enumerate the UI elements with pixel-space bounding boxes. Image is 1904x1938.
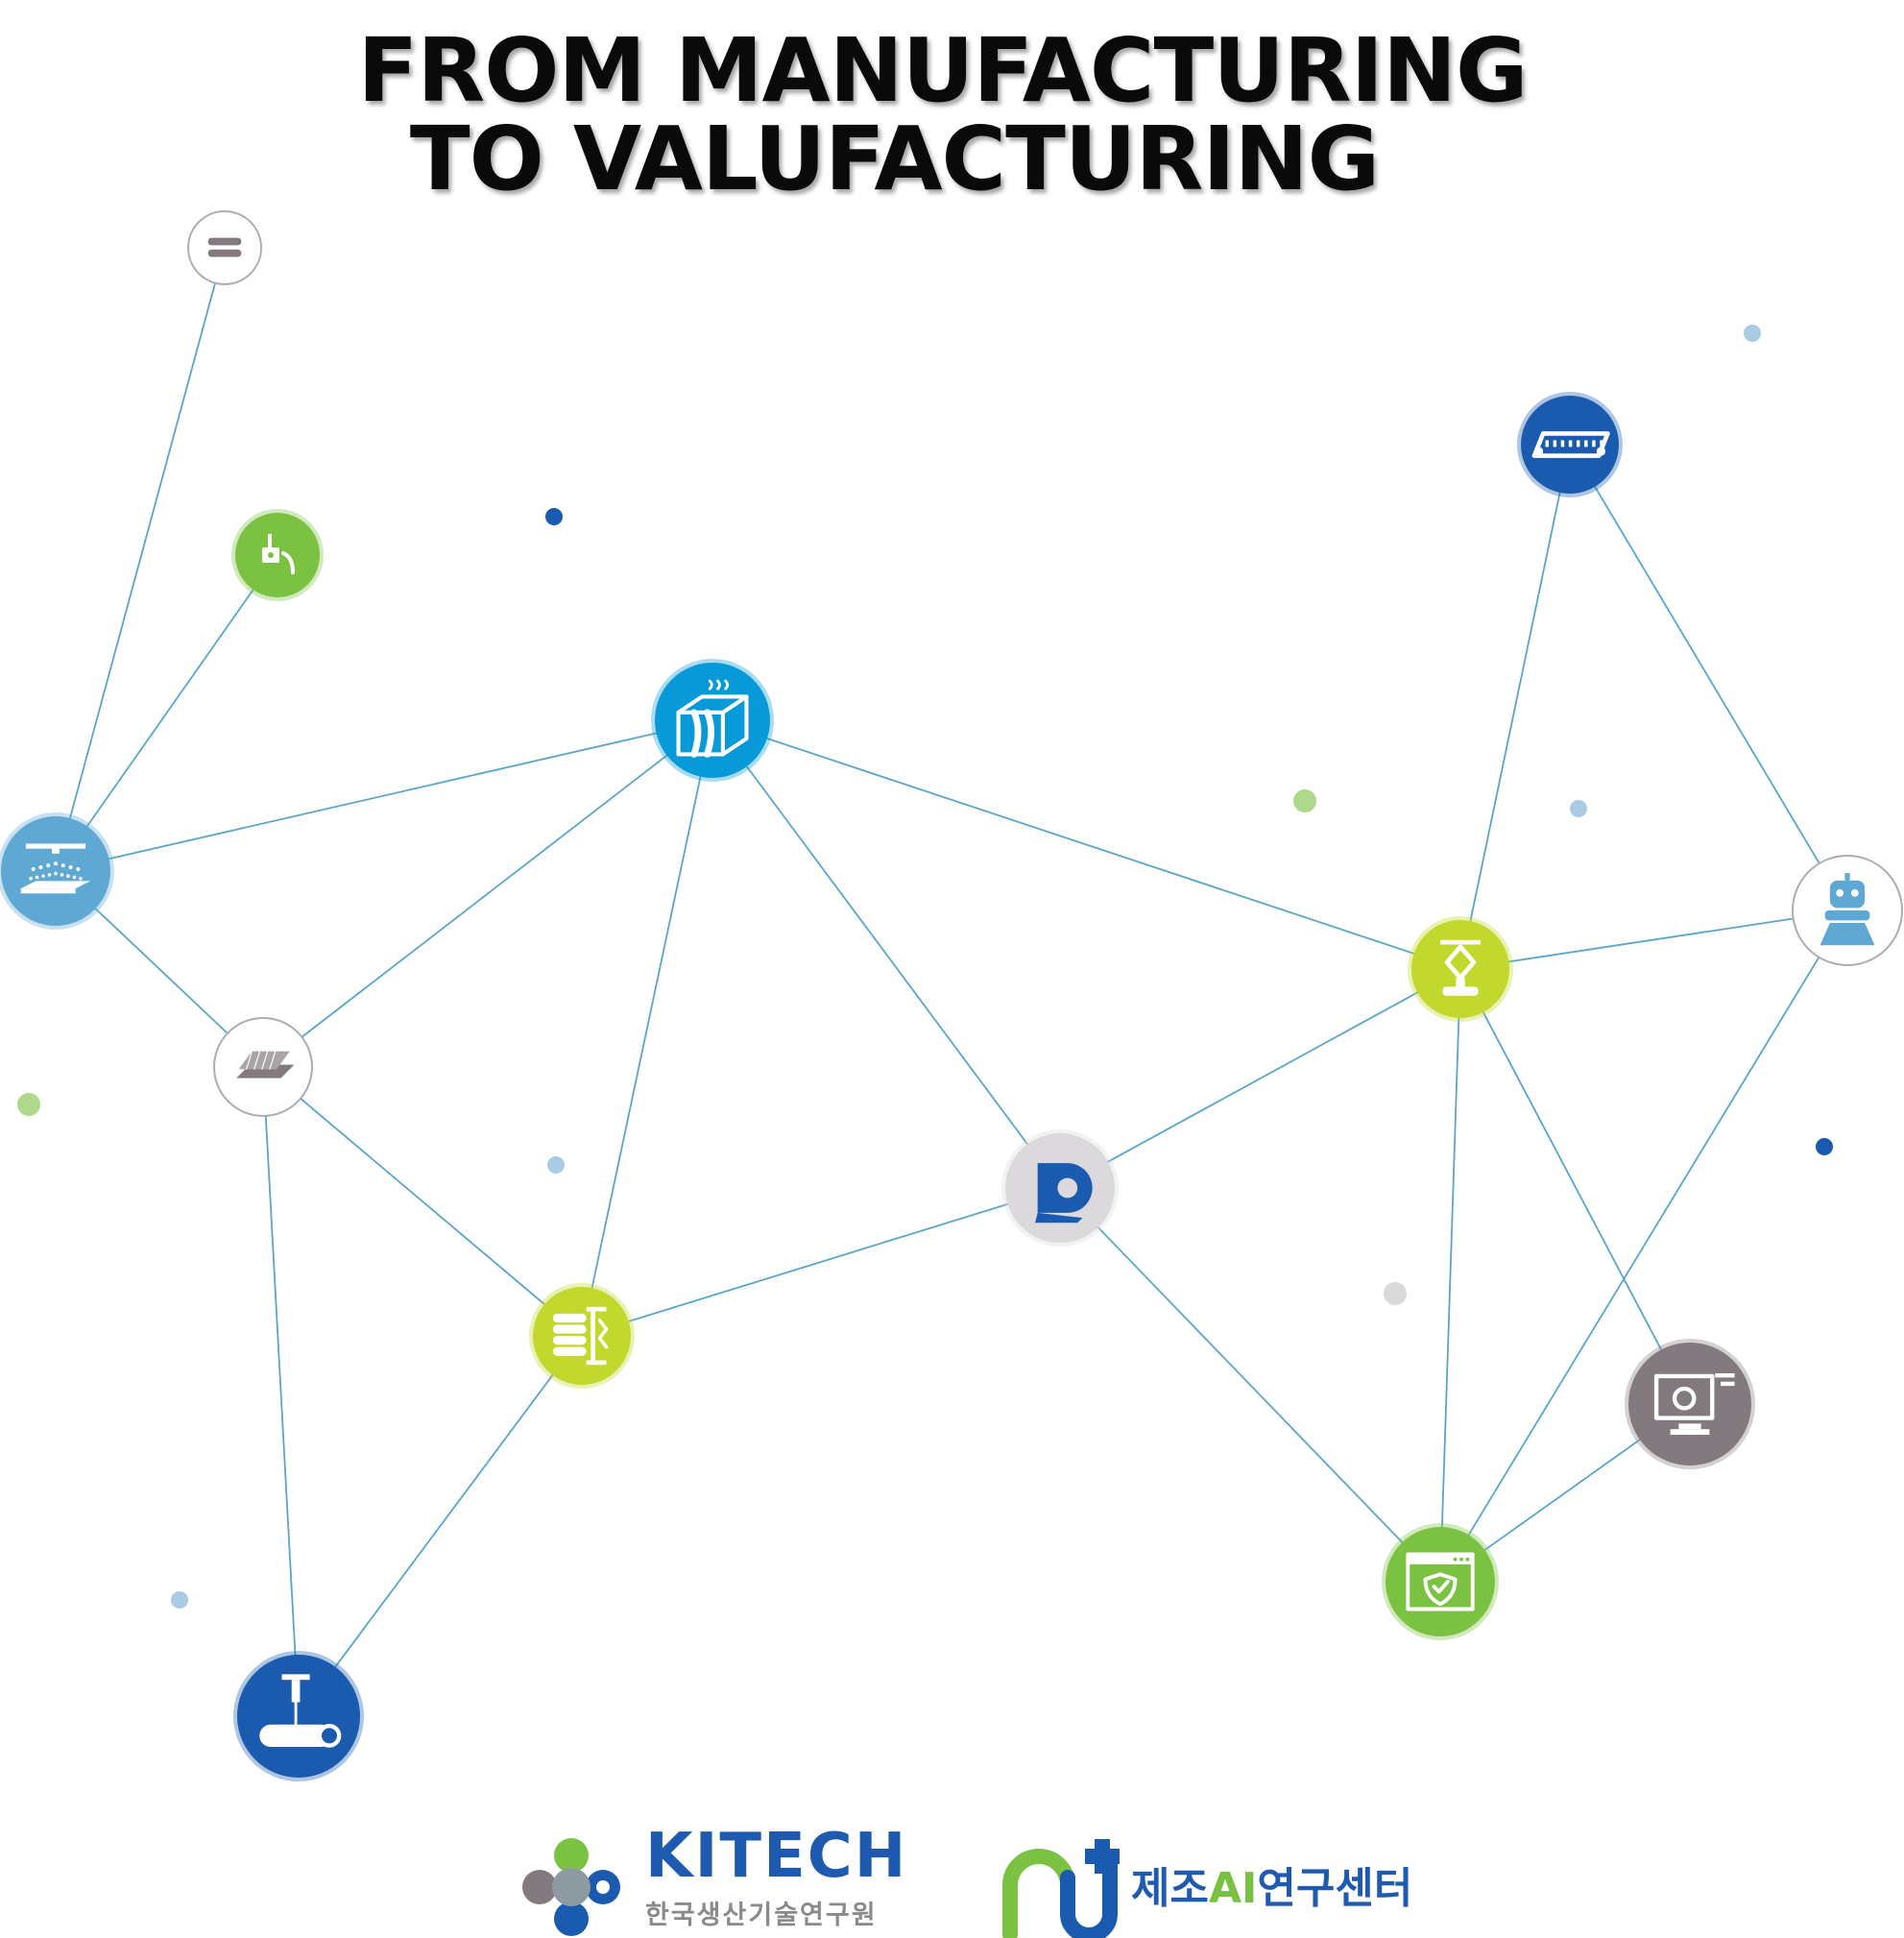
edge-spray-coating-heat-mold — [55, 719, 713, 872]
decorative-dot — [545, 508, 563, 525]
tape-roll-icon — [1035, 1163, 1093, 1223]
ai-center-suffix: 연구센터 — [1257, 1864, 1413, 1913]
node-secure-window — [1382, 1523, 1499, 1640]
edge-tape-roll-diamond-press — [1059, 968, 1461, 1189]
edge-robot-secure-window — [1439, 909, 1848, 1583]
edge-circuit-layers-pipe-cutter — [262, 1066, 300, 1717]
node-tape-roll — [1001, 1129, 1119, 1247]
connection-lines — [55, 247, 1848, 1717]
edge-stacked-bars-spray-coating — [55, 247, 226, 872]
kitech-logo-icon — [522, 1838, 620, 1936]
edge-heat-mold-tape-roll — [711, 719, 1061, 1189]
edge-heat-mold-circuit-layers — [262, 719, 713, 1068]
edge-diamond-press-monitor-gear — [1459, 968, 1691, 1405]
edge-coil-stack-tape-roll — [581, 1187, 1061, 1337]
kitech-logo-name: KITECH — [645, 1821, 908, 1892]
heated-mold-icon — [676, 679, 749, 758]
edge-heat-mold-coil-stack — [581, 719, 713, 1337]
ai-center-logo-icon — [1002, 1839, 1120, 1938]
diamond-press-icon — [1440, 939, 1481, 996]
decorative-dot — [1744, 325, 1761, 342]
coil-press-icon — [552, 1306, 609, 1366]
ai-center-prefix: 제조 — [1131, 1864, 1209, 1913]
node-coil-stack — [529, 1283, 635, 1389]
node-spray-coating — [0, 812, 114, 930]
page-title: FROM MANUFACTURING TO VALUFACTURING — [0, 27, 1904, 204]
decorative-dot — [1293, 789, 1316, 812]
title-line-2: TO VALUFACTURING — [409, 108, 1380, 210]
node-pipe-cutter — [233, 1651, 364, 1781]
edge-conveyor-robot — [1569, 444, 1848, 911]
decorative-dot — [1384, 1282, 1407, 1305]
monitor-gear-icon — [1653, 1373, 1735, 1435]
node-heat-mold — [651, 659, 774, 782]
edge-heat-mold-diamond-press — [711, 719, 1461, 970]
node-diamond-press — [1408, 916, 1513, 1022]
edge-welding-torch-spray-coating — [55, 554, 278, 872]
spray-coating-icon — [20, 843, 91, 894]
decorative-dot — [1816, 1138, 1833, 1155]
kitech-logo-subtitle: 한국생산기술연구원 — [645, 1901, 878, 1930]
layered-plates-icon — [236, 1051, 295, 1078]
node-group — [0, 210, 1903, 1781]
edge-diamond-press-secure-window — [1439, 968, 1461, 1583]
title-line-1: FROM MANUFACTURING — [357, 19, 1529, 122]
conveyor-belt-icon — [1531, 431, 1610, 458]
decorative-dot — [17, 1093, 40, 1116]
node-monitor-gear — [1625, 1339, 1755, 1469]
secure-window-icon — [1406, 1552, 1475, 1611]
welding-torch-icon — [262, 534, 295, 574]
node-stacked-bars — [187, 210, 262, 285]
ai-center-ai: AI — [1208, 1864, 1258, 1913]
node-circuit-layers — [213, 1017, 313, 1117]
edge-coil-stack-pipe-cutter — [298, 1335, 583, 1717]
pipe-laser-icon — [259, 1674, 342, 1748]
decorative-dot — [171, 1591, 188, 1609]
edge-tape-roll-secure-window — [1059, 1187, 1441, 1583]
edge-circuit-layers-coil-stack — [262, 1066, 583, 1337]
decorative-dot — [547, 1156, 565, 1174]
decorative-dots — [17, 325, 1833, 1609]
stacked-bars-icon — [207, 237, 242, 257]
edge-conveyor-diamond-press — [1459, 444, 1571, 970]
node-welding-torch — [231, 509, 324, 601]
edge-diamond-press-robot — [1459, 909, 1848, 970]
decorative-dot — [1570, 800, 1587, 817]
robot-icon — [1820, 873, 1875, 946]
node-robot — [1792, 855, 1903, 966]
ai-center-logo-name: 제조AI연구센터 — [1131, 1853, 1412, 1915]
node-conveyor — [1517, 392, 1623, 497]
